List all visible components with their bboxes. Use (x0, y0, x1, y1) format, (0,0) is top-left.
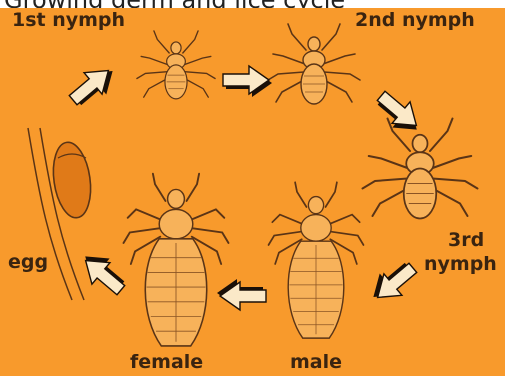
label-female: female (130, 351, 203, 373)
label-first-nymph: 1st nymph (12, 9, 125, 31)
arrow-second-to-third-nymph (370, 85, 427, 140)
label-second-nymph: 2nd nymph (355, 9, 475, 31)
label-egg: egg (8, 251, 48, 273)
second-nymph-insect (268, 24, 360, 104)
label-third-nymph-2: nymph (424, 253, 497, 275)
egg-on-hair (28, 128, 95, 300)
third-nymph-insect (363, 119, 478, 219)
first-nymph-insect (137, 31, 215, 99)
label-third-nymph-1: 3rd (448, 229, 484, 251)
arrow-third-nymph-to-male (364, 255, 421, 310)
arrow-first-to-second-nymph (223, 66, 272, 97)
label-male: male (290, 351, 342, 373)
arrow-female-to-egg (74, 246, 131, 301)
arrow-male-to-female (217, 279, 266, 310)
female-insect (124, 174, 229, 346)
arrow-egg-to-first-nymph (64, 58, 121, 113)
male-insect (269, 182, 364, 338)
